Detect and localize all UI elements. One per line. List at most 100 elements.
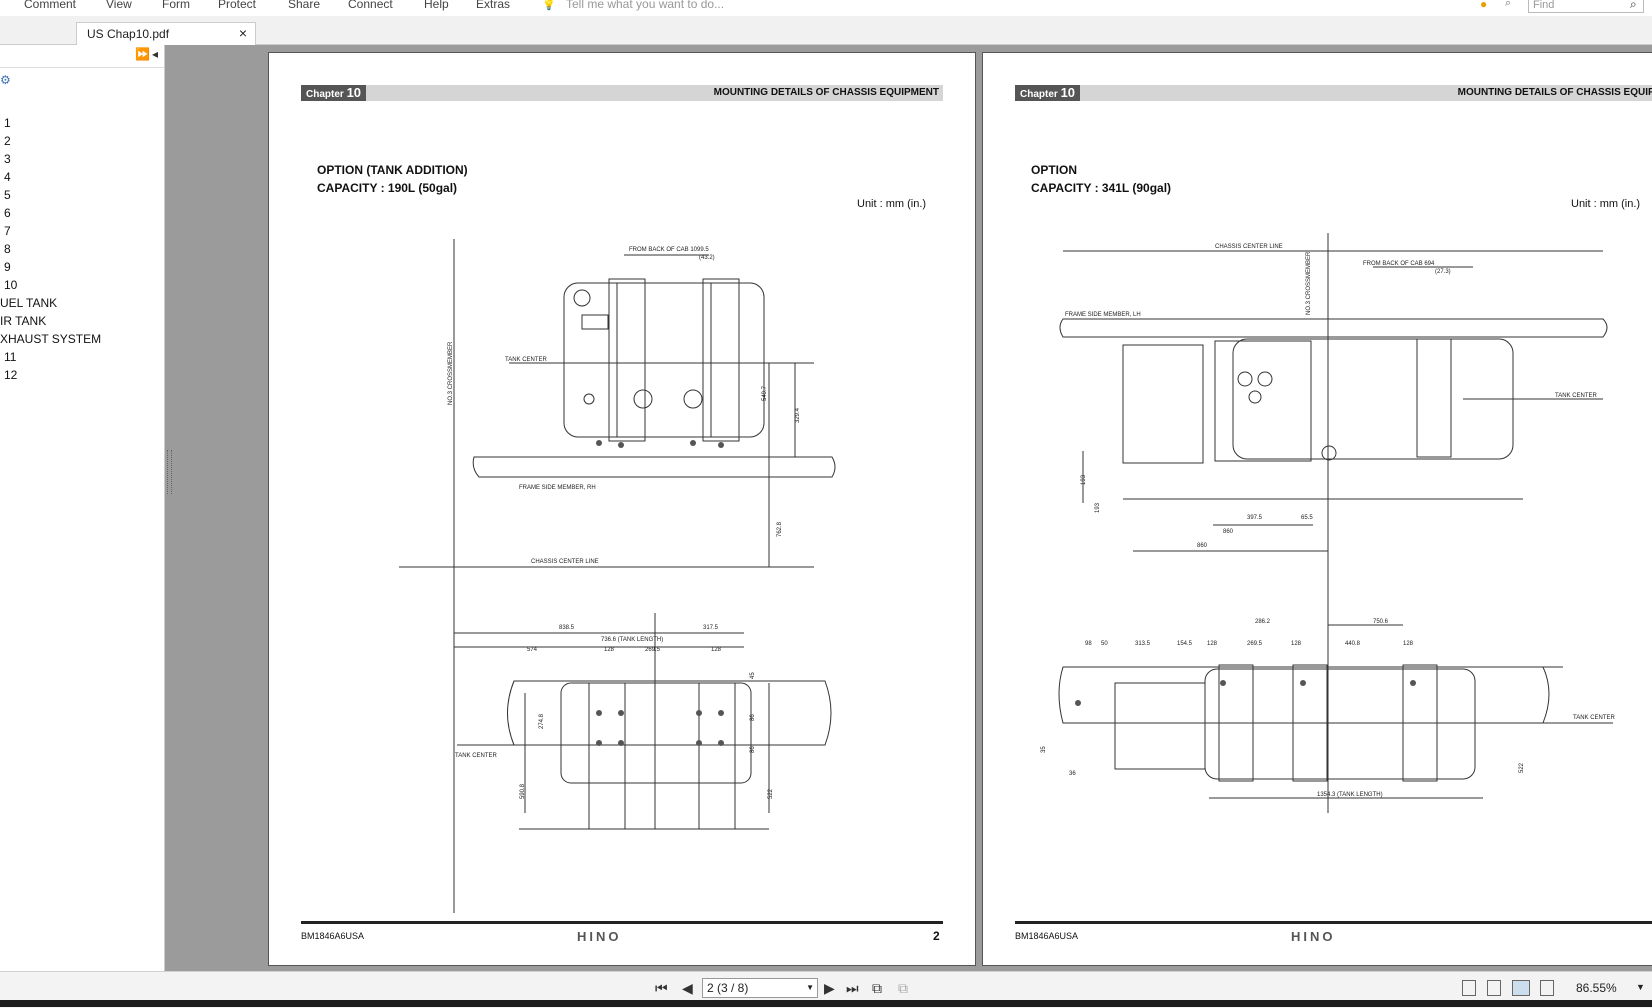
bookmark-options-icon[interactable]: ⚙ [0,73,11,87]
next-page-icon[interactable]: ▶ [824,980,835,996]
find-options-icon[interactable]: ⌕ [1505,0,1512,9]
drawing-label: TANK CENTER [455,753,498,759]
drawing-dim: 838.5 [559,625,575,631]
drawing-dim: 269.5 [645,647,661,653]
drawing-label: (43.2) [699,255,715,261]
drawing-dim: 86 [750,714,756,721]
menu-protect[interactable]: Protect [218,0,257,11]
drawing-dim: 98 [1085,641,1092,647]
unit-label: Unit : mm (in.) [857,198,927,210]
document-viewer[interactable]: Chapter 10 MOUNTING DETAILS OF CHASSIS E… [165,45,1652,971]
drawing-dim: 590.8 [520,783,526,799]
drawing-dim: 574 [527,647,538,653]
technical-drawing: CHASSIS CENTER LINE FROM BACK OF CAB 694… [1041,233,1616,813]
paste-page-icon[interactable]: ⧉ [898,980,908,996]
page-number-value: 2 (3 / 8) [707,981,749,995]
lightbulb-icon: 💡 [542,0,556,11]
page-header: Chapter 10 MOUNTING DETAILS OF CHASSIS E… [1015,85,1652,101]
capacity-label: CAPACITY : 190L (50gal) [317,181,458,195]
drawing-dim: 154.5 [1177,641,1193,647]
menu-view[interactable]: View [106,0,132,11]
option-title: OPTION [1031,163,1078,177]
previous-page-icon[interactable]: ◀ [682,980,693,996]
chevron-down-icon[interactable]: ▼ [806,983,814,992]
capacity-label: CAPACITY : 341L (90gal) [1031,181,1172,195]
drawing-dim: 860 [1197,543,1208,549]
panel-splitter[interactable] [167,450,172,494]
chapter-badge: Chapter 10 [301,85,367,101]
document-code: BM1846A6USA [1015,931,1079,941]
page-number-input[interactable]: 2 (3 / 8) ▼ [702,978,818,998]
bookmark-item[interactable]: 3 [4,152,11,166]
drawing-dim: 193 [1081,474,1087,485]
find-input[interactable]: Find [1528,0,1644,13]
drawing-label: NO.3 CROSSMEMBER [448,341,454,405]
bookmark-item[interactable]: UEL TANK [0,296,58,310]
bookmark-item[interactable]: 4 [4,170,11,184]
tell-me-search[interactable]: Tell me what you want to do... [566,0,725,11]
single-page-view-icon[interactable] [1462,980,1476,996]
page-number: 2 [933,929,940,943]
zoom-dropdown-icon[interactable]: ▼ [1636,982,1645,992]
bookmarks-panel: ⏩ ◂ ⚙ 1 2 3 4 5 6 7 8 9 10 UEL TANK IR T… [0,45,165,971]
drawing-label: CHASSIS CENTER LINE [531,559,599,565]
page-header: Chapter 10 MOUNTING DETAILS OF CHASSIS E… [301,85,943,101]
drawing-dim: 860 [1223,529,1234,535]
pdf-page: Chapter 10 MOUNTING DETAILS OF CHASSIS E… [982,52,1652,966]
drawing-dim: 128 [1207,641,1218,647]
drawing-dim: 128 [711,647,722,653]
drawing-dim: 65.5 [1301,515,1313,521]
facing-view-icon[interactable] [1512,980,1530,996]
continuous-facing-view-icon[interactable] [1540,980,1554,996]
bookmark-item[interactable]: 2 [4,134,11,148]
drawing-dim: 193 [1095,502,1101,513]
drawing-dim: 128 [1291,641,1302,647]
document-tab[interactable]: US Chap10.pdf × [76,22,256,45]
drawing-dim: 50 [1101,641,1108,647]
menu-comment[interactable]: Comment [24,0,77,11]
menu-share[interactable]: Share [288,0,321,11]
footer-rule [1015,921,1652,924]
close-icon[interactable]: × [238,25,247,41]
menu-help[interactable]: Help [424,0,449,11]
continuous-view-icon[interactable] [1487,980,1501,996]
drawing-dim: 440.8 [1345,641,1361,647]
first-page-icon[interactable]: ⏮ [655,980,668,996]
drawing-dim: 35 [1041,746,1047,753]
collapse-panel-icon[interactable]: ◂ [152,47,159,61]
bookmark-item[interactable]: 5 [4,188,11,202]
expand-all-icon[interactable]: ⏩ [135,47,150,61]
drawing-dim: 329.4 [795,407,801,423]
menu-bar: Comment View Form Protect Share Connect … [0,0,1652,16]
last-page-icon[interactable]: ⏭ [846,980,859,996]
drawing-label: TANK CENTER [1573,715,1616,721]
drawing-label: 736.6 (TANK LENGTH) [601,637,663,643]
bookmark-item[interactable]: 11 [4,350,17,364]
bookmark-item[interactable]: 1 [4,116,11,130]
drawing-dim: 45 [750,672,756,679]
bookmark-item[interactable]: 7 [4,224,11,238]
tab-bar [0,16,1652,45]
drawing-label: FRAME SIDE MEMBER, RH [519,485,596,491]
bookmark-item[interactable]: XHAUST SYSTEM [0,332,102,346]
drawing-dim: 274.8 [539,713,545,729]
copy-page-icon[interactable]: ⧉ [872,980,882,996]
unit-label: Unit : mm (in.) [1571,198,1641,210]
bookmark-item[interactable]: 9 [4,260,11,274]
menu-form[interactable]: Form [162,0,190,11]
document-tab-label: US Chap10.pdf [87,27,170,41]
menu-extras[interactable]: Extras [476,0,511,11]
bookmark-item[interactable]: 6 [4,206,11,220]
menu-connect[interactable]: Connect [348,0,393,11]
bookmark-item[interactable]: IR TANK [0,314,47,328]
drawing-dim: 317.5 [703,625,719,631]
drawing-label: TANK CENTER [505,357,548,363]
notification-icon[interactable]: ● [1480,0,1488,11]
hino-logo: HINO [577,929,622,944]
bookmark-item[interactable]: 8 [4,242,11,256]
header-title: MOUNTING DETAILS OF CHASSIS EQUIPMENT [713,87,939,98]
zoom-level[interactable]: 86.55% [1576,981,1617,995]
bookmark-item[interactable]: 10 [4,278,18,292]
bookmark-item[interactable]: 12 [4,368,18,382]
search-icon[interactable]: ⌕ [1630,0,1637,11]
